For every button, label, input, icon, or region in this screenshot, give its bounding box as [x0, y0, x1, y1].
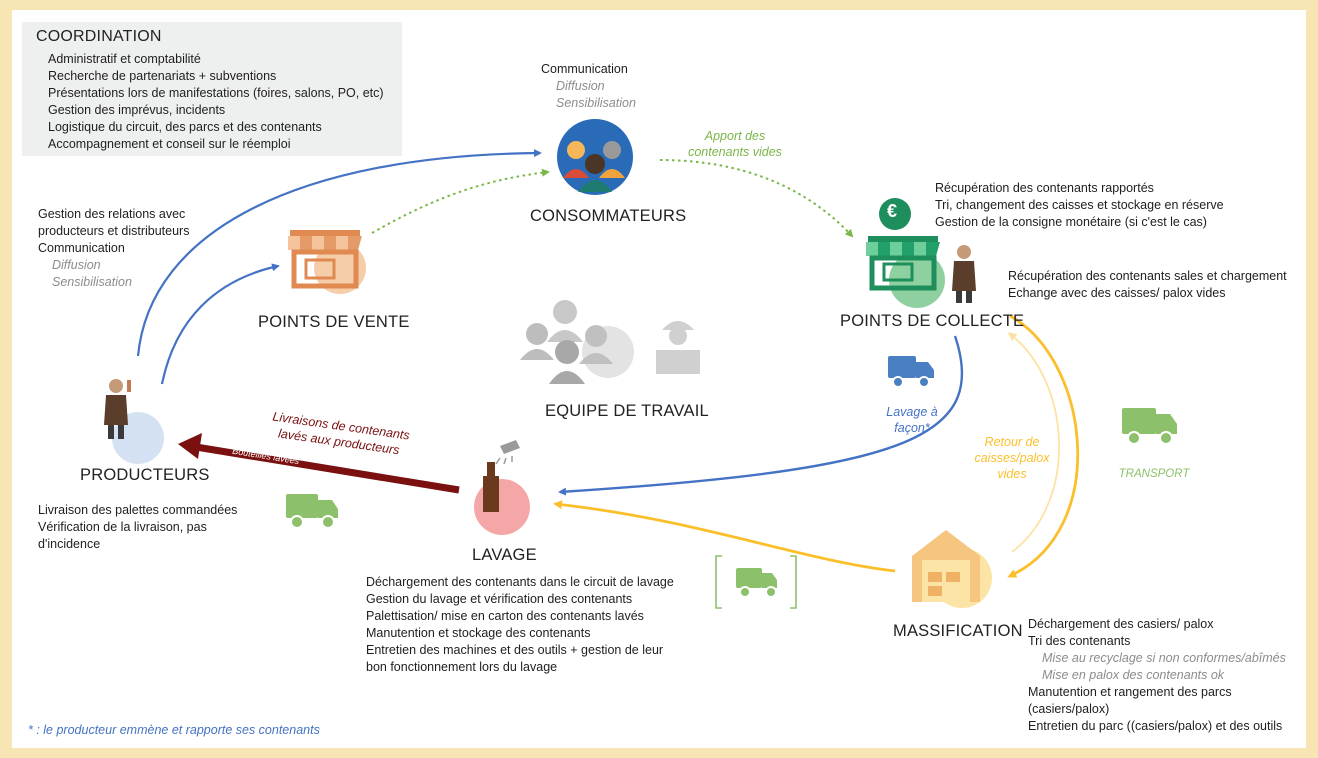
- arrow-lavage-producteurs: [195, 443, 460, 494]
- shop-euro-icon: [866, 198, 945, 308]
- lavage-title: LAVAGE: [472, 546, 537, 564]
- coordination-item: Présentations lors de manifestations (fo…: [48, 86, 384, 100]
- apport-label: Apport des contenants vides: [680, 128, 790, 160]
- producteurs-line: Livraison des palettes commandées: [38, 503, 238, 517]
- consommateurs-line: Communication: [541, 62, 628, 76]
- points-de-vente-title: POINTS DE VENTE: [258, 313, 410, 331]
- vente-sub: Diffusion: [52, 258, 101, 272]
- collecte-line2: Récupération des contenants sales et cha…: [1008, 269, 1287, 283]
- coordination-item: Accompagnement et conseil sur le réemplo…: [48, 137, 291, 151]
- lavage-line: bon fonctionnement lors du lavage: [366, 660, 558, 674]
- team-icon: [520, 300, 700, 384]
- consommateurs-sub: Diffusion: [556, 79, 605, 93]
- massification-sub: Mise en palox des contenants ok: [1042, 668, 1225, 682]
- transport-label: TRANSPORT: [1118, 468, 1190, 480]
- truck-icon: [888, 356, 934, 388]
- truck-icon: [286, 494, 338, 529]
- collecte-line: Tri, changement des caisses et stockage …: [935, 198, 1224, 212]
- massification-line: (casiers/palox): [1028, 702, 1110, 716]
- massification-line: Entretien du parc ((casiers/palox) et de…: [1028, 719, 1283, 733]
- apport-label-line: contenants vides: [688, 145, 782, 159]
- lavage-facon-line: façon*: [894, 421, 930, 435]
- collecte-line2: Echange avec des caisses/ palox vides: [1008, 286, 1226, 300]
- producteurs-line: d'incidence: [38, 537, 101, 551]
- retour-line: vides: [997, 467, 1027, 481]
- arrow-massification-collecte: [1007, 332, 1060, 553]
- retour-label: Retour de caisses/palox vides: [966, 434, 1058, 482]
- truck-icon: [715, 555, 797, 609]
- vente-sub: Sensibilisation: [52, 275, 132, 289]
- arrow-producteurs-pointsdevente: [160, 263, 280, 385]
- consommateurs-title: CONSOMMATEURS: [530, 207, 687, 225]
- arrow-vente-consommateurs: [371, 168, 550, 234]
- vente-line: Communication: [38, 241, 125, 255]
- coordination-item: Recherche de partenariats + subventions: [48, 69, 277, 83]
- coordination-item: Gestion des imprévus, incidents: [48, 103, 226, 117]
- massification-line: Manutention et rangement des parcs: [1028, 685, 1232, 699]
- lavage-line: Déchargement des contenants dans le circ…: [366, 575, 674, 589]
- vente-line: producteurs et distributeurs: [38, 224, 190, 238]
- lavage-line: Gestion du lavage et vérification des co…: [366, 592, 633, 606]
- collecte-line: Gestion de la consigne monétaire (si c'e…: [935, 215, 1207, 229]
- retour-line: caisses/palox: [974, 451, 1050, 465]
- arrow-producteurs-consommateurs: [136, 149, 542, 357]
- arrow-lavage-producteurs-head: [178, 433, 202, 459]
- producteurs-line: Vérification de la livraison, pas: [38, 520, 207, 534]
- collecte-line: Récupération des contenants rapportés: [935, 181, 1154, 195]
- arrow-collecte-massification: [1007, 314, 1079, 578]
- coordination-item: Administratif et comptabilité: [48, 52, 201, 66]
- lavage-facon-label: Lavage à façon*: [872, 404, 952, 436]
- retour-line: Retour de: [984, 435, 1040, 449]
- lavage-line: Manutention et stockage des contenants: [366, 626, 591, 640]
- people-group-icon: [557, 119, 633, 195]
- massification-line: Tri des contenants: [1028, 634, 1131, 648]
- bottle-shower-icon: [474, 440, 530, 535]
- lavage-line: Palettisation/ mise en carton des conten…: [366, 609, 644, 623]
- massification-title: MASSIFICATION: [893, 622, 1023, 640]
- points-de-collecte-title: POINTS DE COLLECTE: [840, 312, 1025, 330]
- euro-icon: €: [887, 201, 898, 221]
- vente-line: Gestion des relations avec: [38, 207, 186, 221]
- consommateurs-sub: Sensibilisation: [556, 96, 636, 110]
- lavage-line: Entretien des machines et des outils + g…: [366, 643, 664, 657]
- arrow-consommateurs-collecte: [659, 159, 854, 238]
- coordination-item: Logistique du circuit, des parcs et des …: [48, 120, 322, 134]
- massification-line: Déchargement des casiers/ palox: [1028, 617, 1214, 631]
- shop-icon: [288, 230, 366, 294]
- truck-icon: [1122, 408, 1177, 445]
- producer-figure-icon: [104, 379, 164, 464]
- worker-figure-icon: [952, 245, 976, 303]
- footnote: * : le producteur emmène et rapporte ses…: [28, 723, 320, 737]
- coordination-box: [22, 22, 402, 156]
- equipe-title: EQUIPE DE TRAVAIL: [545, 402, 709, 420]
- lavage-facon-line: Lavage à: [886, 405, 938, 419]
- massification-sub: Mise au recyclage si non conformes/abîmé…: [1042, 651, 1286, 665]
- warehouse-icon: [912, 530, 992, 608]
- arrow-massification-lavage: [553, 500, 896, 573]
- apport-label-line: Apport des: [704, 129, 766, 143]
- arrow-collecte-lavage: [558, 335, 964, 496]
- coordination-title: COORDINATION: [36, 28, 162, 45]
- producteurs-title: PRODUCTEURS: [80, 466, 210, 484]
